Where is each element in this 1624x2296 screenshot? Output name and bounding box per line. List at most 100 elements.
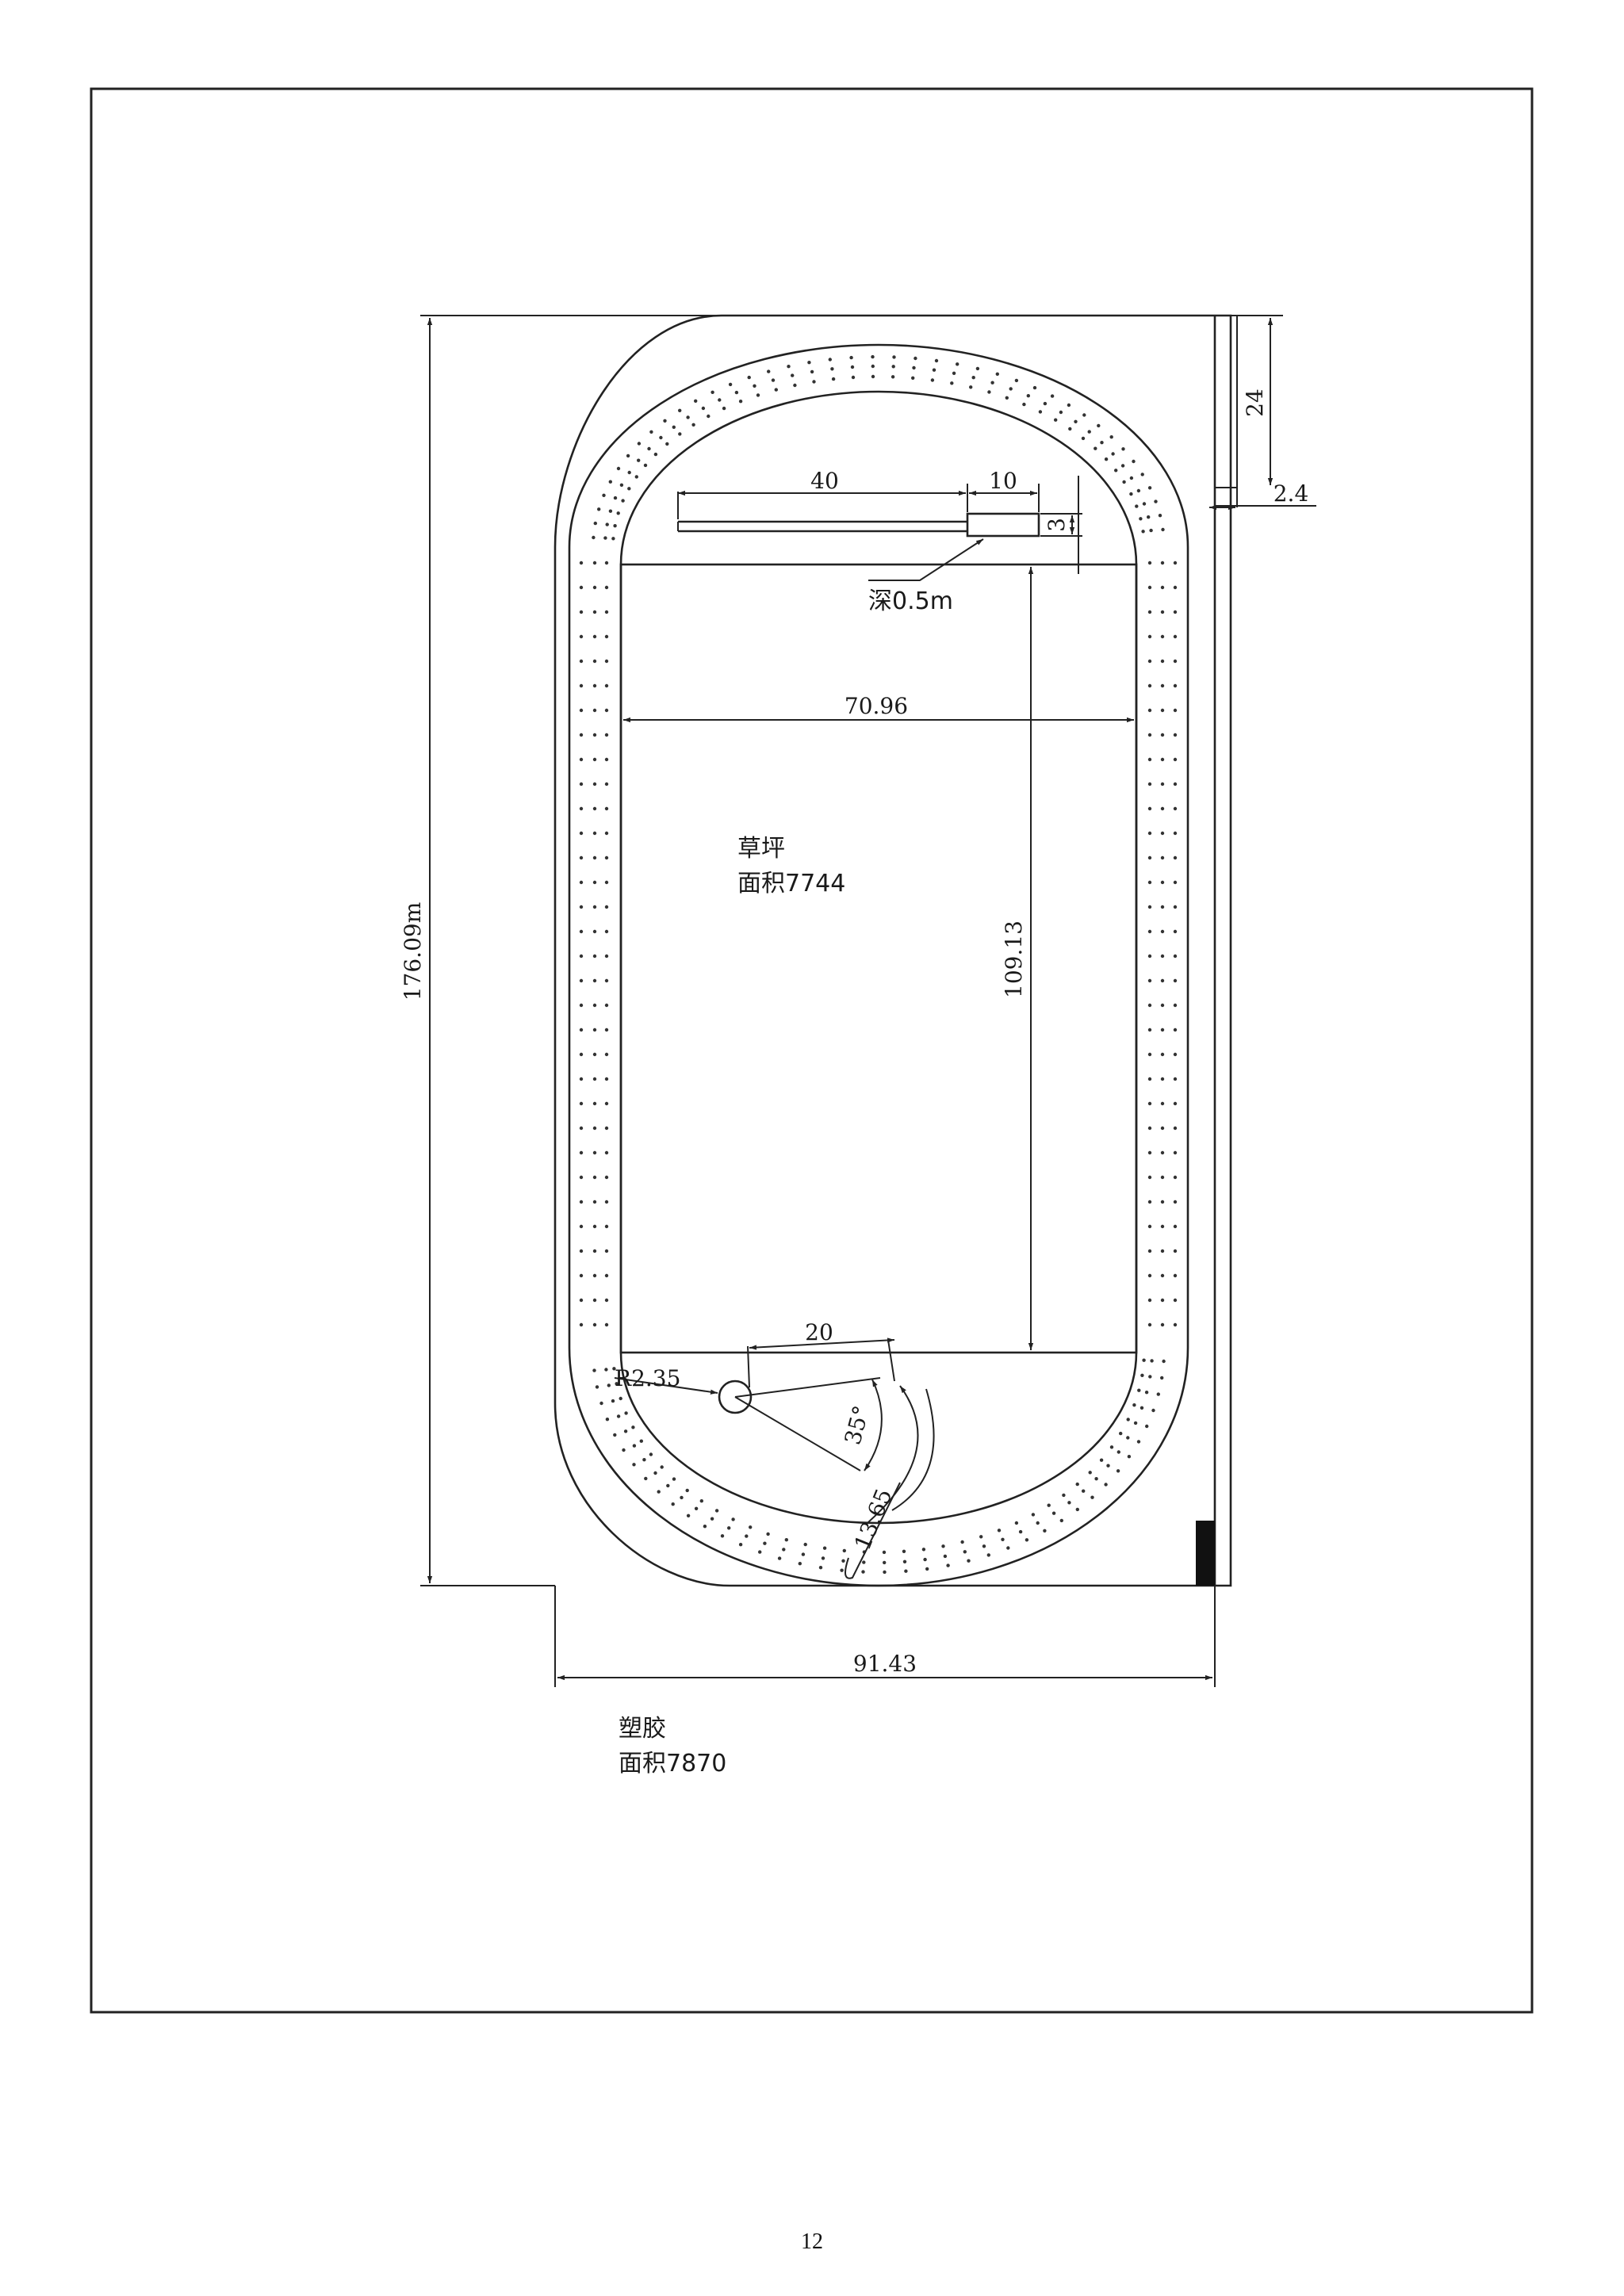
- lane-dot: [611, 1399, 615, 1403]
- lane-dot: [1147, 1298, 1152, 1303]
- lane-dot: [1025, 1538, 1029, 1542]
- lane-dot: [1047, 1503, 1051, 1507]
- lane-dot: [604, 1224, 609, 1229]
- lane-dot: [850, 365, 855, 369]
- lane-dot: [1005, 396, 1009, 400]
- lane-dot: [967, 1559, 971, 1563]
- lane-dot: [602, 493, 606, 497]
- lane-dot: [1026, 394, 1031, 398]
- lane-dot: [771, 378, 776, 382]
- lane-dot: [637, 442, 642, 446]
- lane-dot: [787, 365, 791, 369]
- lane-dot: [604, 757, 609, 762]
- lane-dot: [605, 522, 609, 526]
- lane-dot: [921, 1548, 926, 1552]
- lane-dot: [1173, 1273, 1178, 1278]
- dim-20-line: [749, 1337, 895, 1350]
- lane-dot: [579, 1273, 584, 1278]
- sector-ray-2: [734, 1396, 861, 1471]
- lane-dot: [1173, 1101, 1178, 1106]
- lane-dot: [1127, 1455, 1132, 1459]
- lane-dot: [627, 470, 631, 475]
- lane-dot: [710, 390, 714, 394]
- lane-dot: [912, 365, 916, 370]
- lane-dot: [615, 1382, 619, 1386]
- lane-dot: [1006, 1546, 1010, 1550]
- lane-dot: [1050, 394, 1055, 398]
- lane-dot: [1142, 502, 1147, 506]
- lane-dot: [1150, 1359, 1154, 1363]
- lane-dot: [971, 376, 975, 380]
- dim-2-4-ext: [1214, 487, 1238, 507]
- lane-dot: [1160, 954, 1165, 959]
- lane-dot: [911, 376, 915, 380]
- lane-dot: [592, 1249, 597, 1253]
- lane-dot: [1067, 403, 1071, 408]
- lane-dot: [1135, 504, 1139, 508]
- lane-dot: [1136, 488, 1141, 493]
- lane-dot: [1139, 1406, 1144, 1410]
- lane-dot: [604, 1077, 609, 1081]
- lane-dot: [1082, 1489, 1086, 1493]
- dim-throw-length: 20: [805, 1319, 833, 1345]
- lane-dot: [579, 634, 584, 639]
- lane-dots: [579, 354, 1178, 1575]
- lane-dot: [862, 1560, 866, 1564]
- lane-dot: [1140, 1373, 1144, 1378]
- lane-dot: [1173, 1077, 1178, 1081]
- lane-dot: [1147, 954, 1152, 959]
- lane-dot: [627, 487, 631, 491]
- lane-dot: [604, 561, 609, 565]
- lane-dot: [622, 1448, 626, 1452]
- lane-dot: [1059, 1518, 1064, 1523]
- lane-dot: [1147, 585, 1152, 590]
- lane-dot: [671, 1502, 675, 1506]
- lane-dot: [904, 1569, 908, 1573]
- lane-dot: [579, 561, 584, 565]
- lane-dot: [1022, 402, 1026, 407]
- lane-dot: [631, 1425, 635, 1429]
- lane-dot: [1173, 1200, 1178, 1204]
- lane-dot: [1043, 401, 1048, 406]
- lane-dot: [1149, 528, 1153, 533]
- lane-dot: [830, 367, 834, 371]
- lane-dot: [923, 1557, 927, 1562]
- lane-dot: [849, 355, 853, 360]
- lane-dot: [592, 1052, 597, 1057]
- lane-dot: [1161, 527, 1165, 532]
- lane-dot: [579, 1298, 584, 1303]
- lane-dot: [902, 1549, 906, 1554]
- lane-dot: [734, 390, 739, 395]
- lane-dot: [649, 430, 653, 434]
- lane-dot: [1173, 978, 1178, 983]
- lane-dot: [1142, 1358, 1146, 1362]
- lane-dot: [883, 1560, 887, 1565]
- lane-dot: [1173, 708, 1178, 713]
- lane-dot: [782, 1548, 786, 1552]
- lane-dot: [663, 419, 667, 423]
- lane-dot: [810, 369, 814, 374]
- dim-sector-angle: 35°: [839, 1402, 875, 1447]
- lane-dot: [592, 1003, 597, 1008]
- lane-dot: [714, 1509, 719, 1513]
- lane-dot: [1059, 410, 1063, 415]
- lane-dot: [1147, 659, 1152, 664]
- lane-dot: [1067, 1501, 1071, 1505]
- lane-dot: [579, 880, 584, 885]
- lane-dot: [1054, 418, 1058, 422]
- lane-dot: [660, 1465, 664, 1469]
- plastic-area-outline: [553, 314, 1232, 1587]
- lane-dot: [592, 708, 597, 713]
- lane-dot: [1147, 782, 1152, 786]
- plastic-area-label: 面积7870: [619, 1750, 726, 1777]
- dim-circle-radius: R2.35: [615, 1365, 680, 1391]
- lane-dot: [1160, 708, 1165, 713]
- lane-dot: [1114, 469, 1118, 473]
- lane-dot: [1094, 446, 1097, 450]
- lane-dot: [1160, 1298, 1165, 1303]
- lane-dot: [1147, 757, 1152, 762]
- lane-dot: [791, 373, 795, 377]
- lane-dot: [1173, 1175, 1178, 1180]
- lane-dot: [1160, 1322, 1165, 1327]
- lane-dot: [1173, 634, 1178, 639]
